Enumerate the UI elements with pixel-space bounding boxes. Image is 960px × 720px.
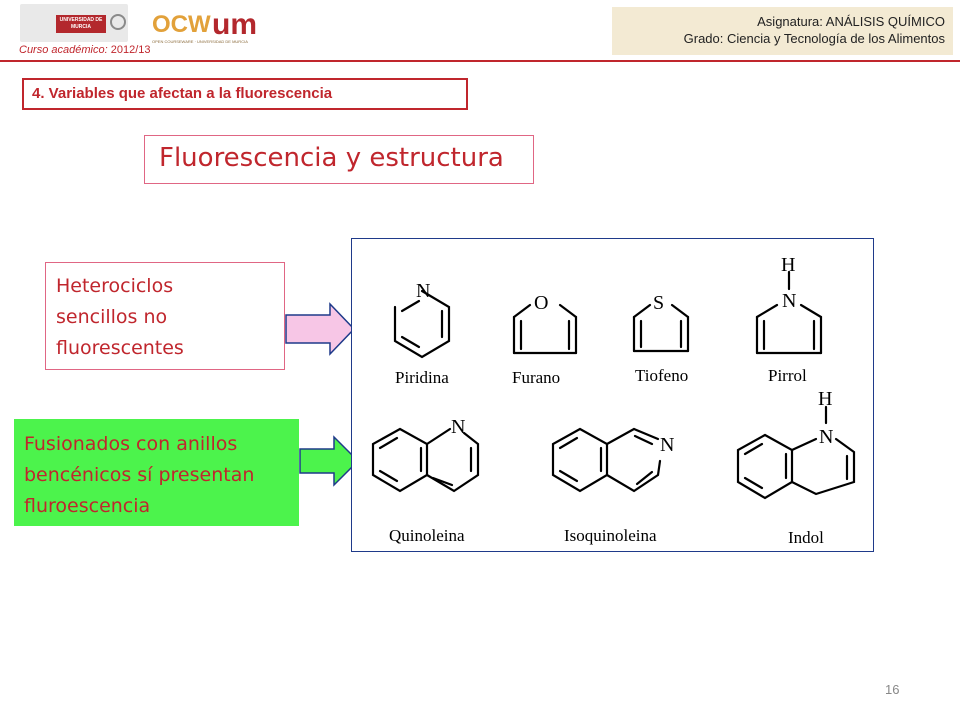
university-logo: UNIVERSIDAD DE MURCIA	[20, 4, 128, 42]
header-divider	[0, 60, 960, 62]
ocw-um-logo: OCW um OPEN COURSEWARE · UNIVERSIDAD DE …	[152, 8, 257, 44]
hydrogen-label: H	[818, 388, 832, 410]
sulfur-label: S	[653, 292, 664, 314]
thiophene-label: Tiofeno	[635, 366, 688, 385]
arrow-right-icon	[299, 435, 360, 487]
subject-line: Asignatura: ANÁLISIS QUÍMICO	[757, 14, 945, 29]
quinoline-structure	[371, 427, 480, 493]
pyridine-structure	[393, 289, 451, 359]
pyrrole-structure	[755, 270, 823, 355]
oxygen-label: O	[534, 292, 548, 314]
hydrogen-label: H	[781, 254, 795, 276]
heterocycles-box: Heterociclos sencillos no fluorescentes	[45, 262, 285, 370]
fused-line: bencénicos sí presentan	[24, 464, 255, 486]
arrow-right-icon	[285, 302, 356, 356]
furan-label: Furano	[512, 368, 560, 387]
university-logo-text: UNIVERSIDAD DE MURCIA	[59, 17, 103, 30]
course-year: Curso académico: 2012/13	[19, 44, 150, 56]
quinoline-label: Quinoleina	[389, 526, 465, 545]
furan-structure	[512, 303, 578, 355]
isoquinoline-structure	[551, 427, 662, 493]
heterocycles-line: fluorescentes	[56, 337, 184, 359]
nitrogen-label: N	[819, 426, 833, 448]
heterocycles-line: Heterociclos	[56, 275, 174, 297]
fused-line: Fusionados con anillos	[24, 433, 238, 455]
course-year-value: 2012/13	[110, 44, 151, 56]
isoquinoline-label: Isoquinoleina	[564, 526, 657, 545]
heterocycles-line: sencillos no	[56, 306, 168, 328]
molecule-drawings: N O S H N N N H N Piridina Furano Tiofen…	[371, 254, 856, 547]
indole-label: Indol	[788, 528, 824, 547]
indole-structure	[736, 405, 856, 500]
thiophene-structure	[632, 303, 690, 353]
degree-line: Grado: Ciencia y Tecnología de los Alime…	[683, 31, 945, 46]
nitrogen-label: N	[660, 434, 674, 456]
ocw-logo-text: OCW	[152, 11, 211, 38]
subject-info-box: Asignatura: ANÁLISIS QUÍMICO Grado: Cien…	[612, 7, 953, 55]
university-seal-icon	[110, 14, 126, 30]
slide-title: Fluorescencia y estructura	[144, 135, 534, 184]
um-logo-text: um	[212, 8, 257, 41]
pyrrole-label: Pirrol	[768, 366, 807, 385]
fused-rings-box: Fusionados con anillos bencénicos sí pre…	[14, 419, 299, 526]
ocw-logo-caption: OPEN COURSEWARE · UNIVERSIDAD DE MURCIA	[152, 39, 248, 44]
page-number: 16	[885, 682, 900, 697]
nitrogen-label: N	[782, 290, 796, 312]
course-year-label: Curso académico:	[19, 44, 108, 56]
pyridine-label: Piridina	[395, 368, 449, 387]
fused-line: fluroescencia	[24, 495, 151, 517]
nitrogen-label: N	[416, 280, 430, 302]
structures-panel: N O S H N N N H N Piridina Furano Tiofen…	[351, 238, 874, 552]
section-title: 4. Variables que afectan a la fluorescen…	[22, 78, 468, 110]
nitrogen-label: N	[451, 416, 465, 438]
